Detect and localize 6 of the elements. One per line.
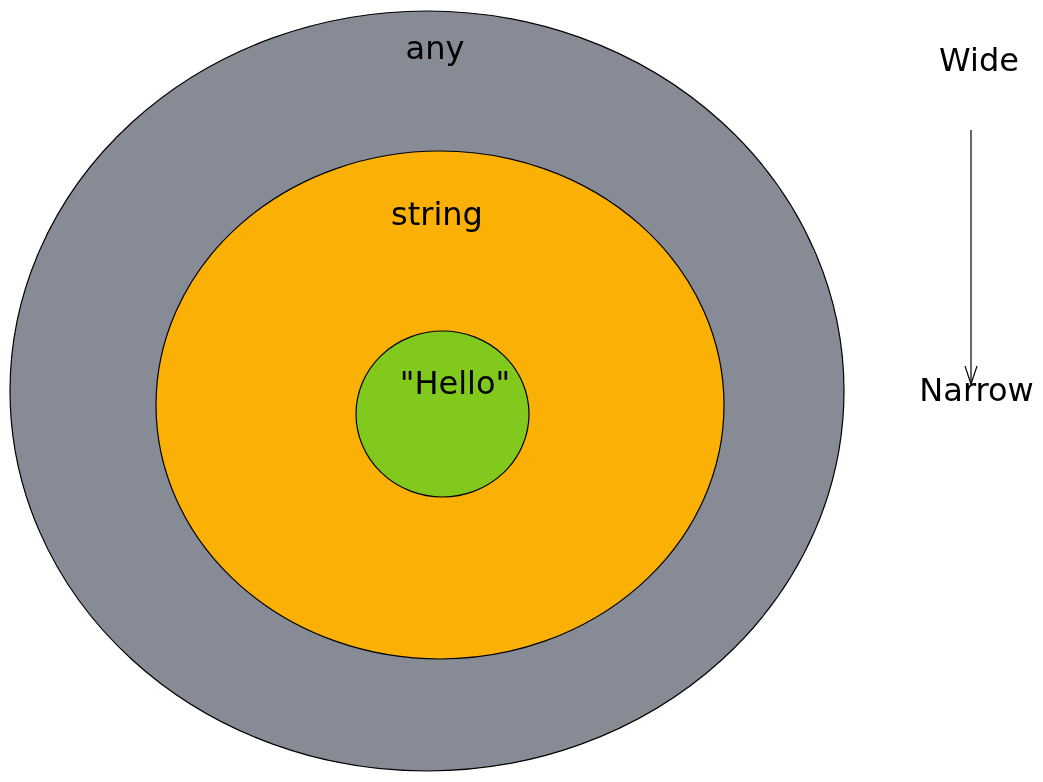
type-label: any [405,32,465,64]
type-label: "Hello" [399,367,511,399]
type-label: string [391,198,483,230]
arrow [964,129,978,385]
scale-label: Narrow [910,372,1043,408]
scale-label: Wide [930,42,1028,78]
